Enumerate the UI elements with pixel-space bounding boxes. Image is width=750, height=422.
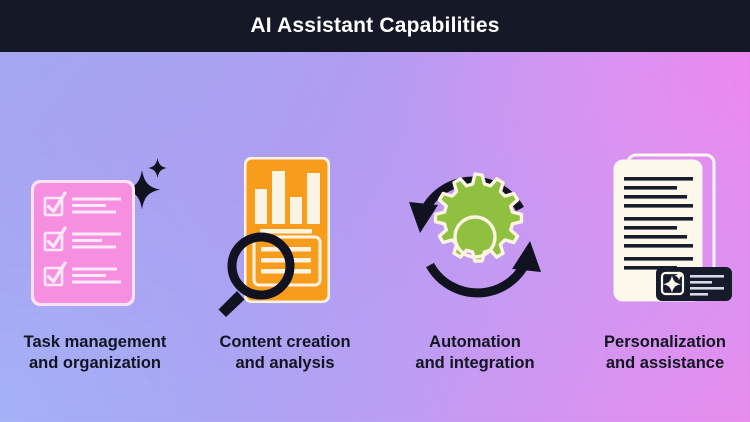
capability-label-line1: Automation (429, 332, 521, 351)
capability-card-task-management[interactable]: Task management and organization (0, 52, 190, 422)
header-bar: AI Assistant Capabilities (0, 0, 750, 52)
slide-canvas: Task management and organization (0, 52, 750, 422)
capability-label-line2: and analysis (235, 353, 335, 372)
capability-label-line1: Personalization (604, 332, 726, 351)
capability-label-automation: Automation and integration (380, 332, 570, 374)
capability-card-personalization[interactable]: Personalization and assistance (570, 52, 750, 422)
document-stack-ai-badge-icon (590, 152, 740, 322)
badge-text-lines (690, 275, 724, 296)
capability-label-line2: and organization (29, 353, 161, 372)
capability-label-content-creation: Content creation and analysis (190, 332, 380, 374)
capability-label-personalization: Personalization and assistance (570, 332, 750, 374)
gear-refresh-arrows-icon (400, 152, 550, 322)
bar-chart-glyph (255, 171, 320, 225)
ai-badge (656, 267, 732, 302)
capability-label-line2: and assistance (605, 353, 725, 372)
checklist-card-icon (20, 152, 170, 322)
capability-label-line2: and integration (415, 353, 535, 372)
arrow-head-icon (409, 201, 541, 272)
sparkle-icon (663, 271, 684, 294)
page-title: AI Assistant Capabilities (250, 14, 500, 37)
gear-icon (433, 172, 524, 263)
document-analytics-magnifier-icon (210, 152, 360, 322)
document-text-lines (624, 177, 693, 270)
capability-card-content-creation[interactable]: Content creation and analysis (190, 52, 380, 422)
magnifier-icon (218, 232, 295, 318)
capability-label-task-management: Task management and organization (0, 332, 190, 374)
sparkle-icon (124, 157, 167, 209)
capability-label-line1: Task management (23, 332, 167, 351)
capability-card-automation[interactable]: Automation and integration (380, 52, 570, 422)
capability-row: Task management and organization (0, 52, 750, 422)
capability-label-line1: Content creation (219, 332, 351, 351)
